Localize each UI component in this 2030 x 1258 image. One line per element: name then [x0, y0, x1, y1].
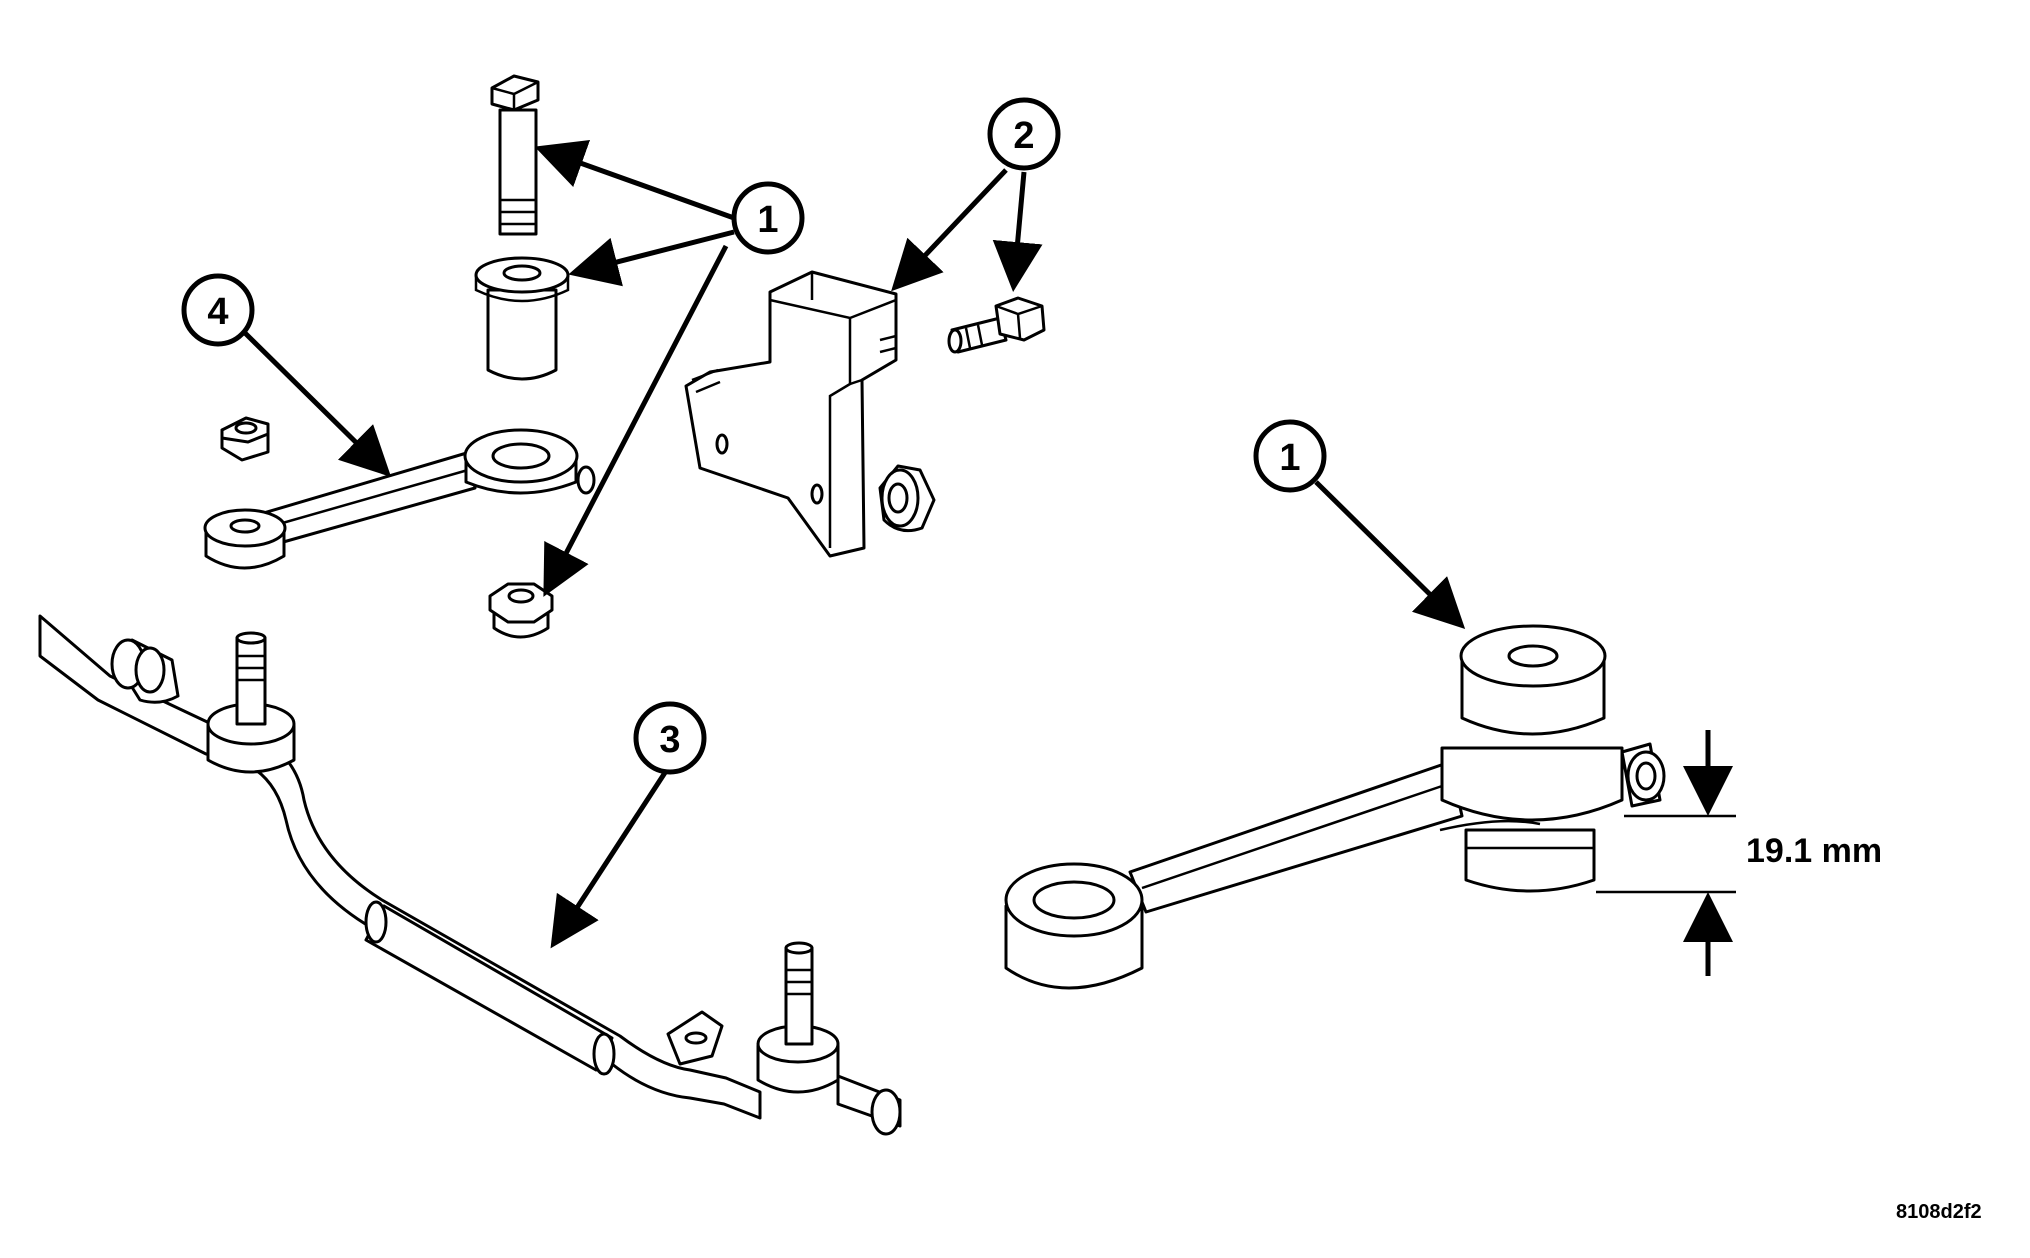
- bushing-height-dimension: 19.1 mm: [1596, 730, 1882, 976]
- dimension-label: 19.1 mm: [1746, 832, 1882, 870]
- idler-arm-part: [203, 428, 596, 570]
- svg-text:4: 4: [207, 291, 228, 333]
- callout-4-idler-arm: 4: [181, 273, 255, 347]
- stabilizer-bar-part: [38, 614, 902, 1136]
- svg-text:1: 1: [757, 199, 778, 241]
- leader-lines: [242, 139, 1466, 949]
- bracket-bolt: [947, 296, 1046, 354]
- callout-1-bushing: 1: [1253, 419, 1327, 493]
- svg-text:2: 2: [1013, 115, 1034, 157]
- callout-1-fasteners: 1: [731, 181, 805, 255]
- idler-arm-detail: [1004, 624, 1666, 990]
- figure-id: 8108d2f2: [1896, 1201, 1982, 1223]
- bushing-sleeve: [474, 256, 570, 381]
- callout-3-stabilizer-bar: 3: [633, 701, 707, 775]
- bracket-nut: [878, 464, 936, 533]
- mounting-bracket: [684, 270, 898, 558]
- callout-2-bracket: 2: [987, 97, 1061, 171]
- svg-text:3: 3: [659, 719, 680, 761]
- hex-bolt: [490, 74, 540, 236]
- svg-text:1: 1: [1279, 437, 1300, 479]
- lower-nut: [488, 582, 554, 639]
- upper-nut: [220, 416, 270, 462]
